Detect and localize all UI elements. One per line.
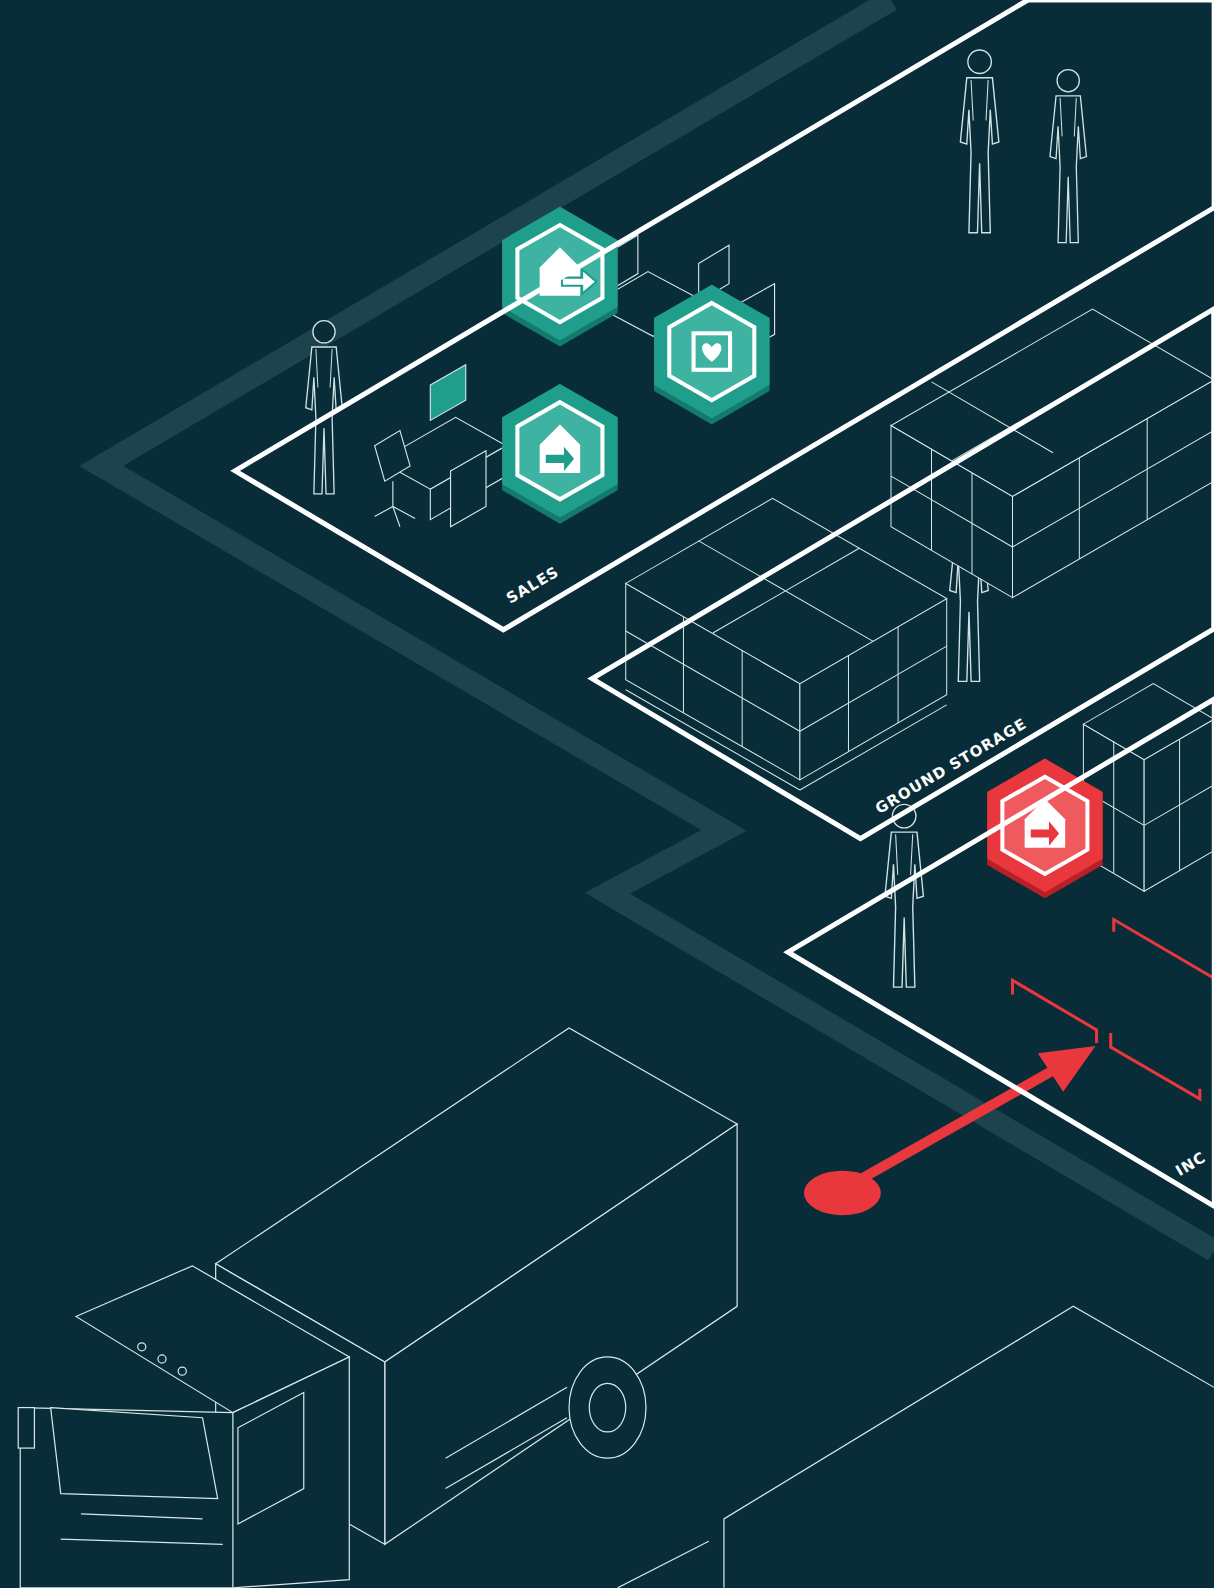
zone-label: INC	[1173, 1150, 1208, 1179]
zone-border	[592, 309, 1214, 839]
zone-area: INC	[781, 694, 1214, 1210]
office-desks	[375, 235, 775, 527]
zone-outline	[228, 0, 1214, 638]
zone-border	[788, 699, 1214, 1206]
zone-border	[235, 0, 1214, 630]
zone-label: GROUND STORAGE	[874, 716, 1030, 816]
floor-band	[101, 0, 1214, 1250]
truck	[18, 1028, 737, 1588]
loading-dock	[618, 1306, 1214, 1587]
zone-area: GROUND STORAGE	[585, 304, 1214, 847]
zone-outline	[585, 304, 1214, 847]
zone-area: SALES	[228, 0, 1214, 638]
zone-outline	[781, 694, 1214, 1210]
